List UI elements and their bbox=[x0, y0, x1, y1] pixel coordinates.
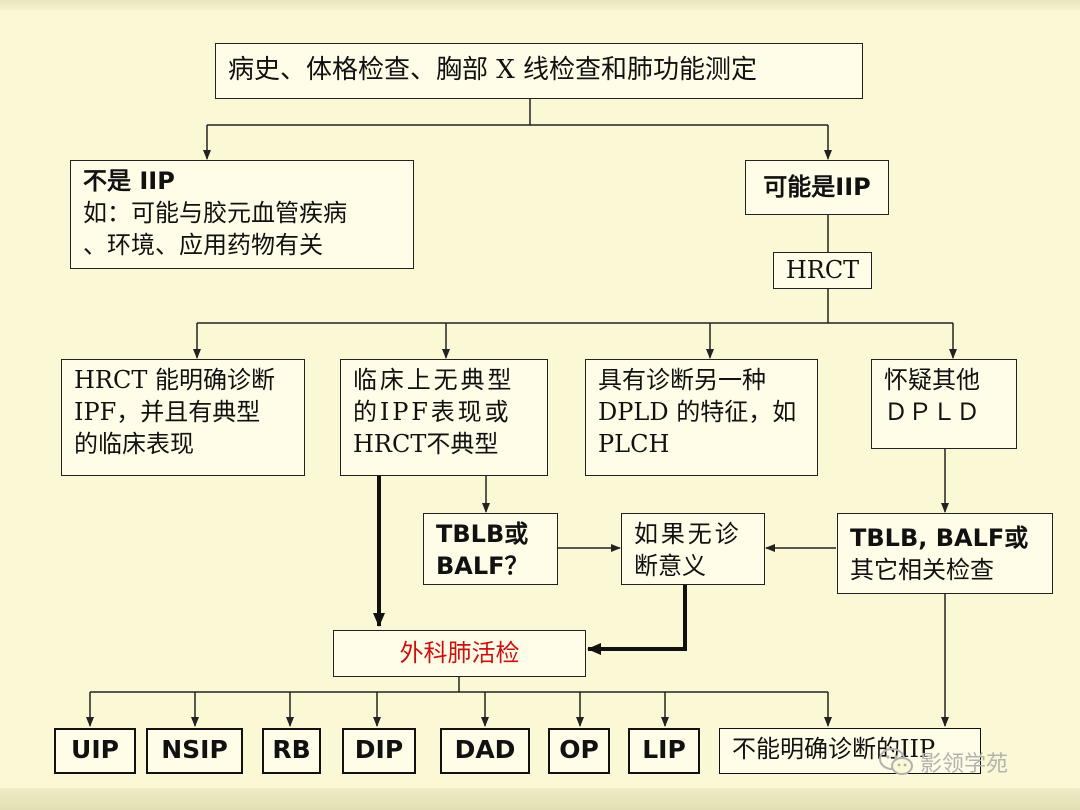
no-diagnostic-value-line-2: 断意义 bbox=[634, 552, 706, 580]
branch-a-line-3: 的临床表现 bbox=[74, 430, 194, 458]
root-box: 病史、体格检查、胸部 X 线检查和肺功能测定 bbox=[215, 43, 863, 99]
no-diagnostic-value-line-1: 如果无诊 bbox=[634, 520, 742, 548]
branch-c-line-1: 具有诊断另一种 bbox=[598, 366, 766, 394]
watermark: 影领学苑 bbox=[878, 744, 1008, 780]
branch-b-line-1: 临床上无典型 bbox=[353, 366, 515, 394]
branch-b-box: 临床上无典型 的IPF表现或 HRCT不典型 bbox=[340, 359, 548, 476]
outcome-rb: RB bbox=[262, 728, 321, 774]
outcome-nsip: NSIP bbox=[146, 728, 243, 774]
bottom-bar bbox=[0, 788, 1080, 810]
wechat-icon bbox=[879, 748, 913, 775]
not-iip-line-2: 、环境、应用药物有关 bbox=[83, 231, 323, 259]
not-iip-title: 不是 IIP bbox=[83, 167, 175, 195]
maybe-iip-text: 可能是IIP bbox=[763, 173, 871, 201]
tblb-balf-line-2: BALF？ bbox=[436, 552, 529, 580]
watermark-text: 影领学苑 bbox=[920, 752, 1009, 777]
branch-a-line-2: IPF，并且有典型 bbox=[74, 398, 261, 426]
branch-a-box: HRCT 能明确诊断 IPF，并且有典型 的临床表现 bbox=[61, 359, 305, 476]
hrct-box: HRCT bbox=[773, 252, 872, 289]
maybe-iip-box: 可能是IIP bbox=[745, 160, 889, 215]
arrow-nodiag-to-biopsy bbox=[587, 585, 687, 655]
root-text: 病史、体格检查、胸部 X 线检查和肺功能测定 bbox=[228, 55, 758, 85]
outcome-lip: LIP bbox=[628, 728, 700, 774]
branch-d-line-1: 怀疑其他 bbox=[884, 366, 980, 394]
outcome-dad: DAD bbox=[440, 728, 530, 774]
branch-a-line-1: HRCT 能明确诊断 bbox=[74, 366, 275, 394]
branch-d-box: 怀疑其他 ＤＰＬＤ bbox=[871, 359, 1017, 449]
hrct-text: HRCT bbox=[785, 256, 860, 284]
branch-b-line-2: 的IPF表现或 bbox=[353, 398, 512, 426]
surgical-biopsy-box: 外科肺活检 bbox=[333, 630, 586, 677]
branch-b-line-3: HRCT不典型 bbox=[353, 430, 499, 458]
not-iip-line-1: 如：可能与胶元血管疾病 bbox=[83, 199, 347, 227]
branch-c-box: 具有诊断另一种 DPLD 的特征，如 PLCH bbox=[585, 359, 818, 476]
branch-c-line-2: DPLD 的特征，如 bbox=[598, 398, 797, 426]
top-bar bbox=[0, 0, 1080, 10]
not-iip-box: 不是 IIP 如：可能与胶元血管疾病 、环境、应用药物有关 bbox=[70, 160, 414, 269]
tblb-balf-box: TBLB或 BALF？ bbox=[423, 513, 558, 585]
tblb-balf-other-box: TBLB, BALF或 其它相关检查 bbox=[837, 513, 1053, 594]
no-diagnostic-value-box: 如果无诊 断意义 bbox=[621, 513, 765, 585]
outcome-op: OP bbox=[548, 728, 610, 774]
tblb-balf-line-1: TBLB或 bbox=[436, 520, 529, 548]
branch-c-line-3: PLCH bbox=[598, 430, 670, 458]
tblb-balf-other-line-2: 其它相关检查 bbox=[850, 556, 994, 584]
outcome-undiagnosed-iip: 不能明确诊断的IIP bbox=[719, 728, 981, 774]
connector-root bbox=[207, 98, 531, 126]
branch-d-line-2: ＤＰＬＤ bbox=[884, 398, 980, 426]
outcome-uip: UIP bbox=[54, 728, 136, 774]
tblb-balf-other-line-1: TBLB, BALF或 bbox=[850, 524, 1029, 552]
surgical-biopsy-text: 外科肺活检 bbox=[399, 639, 520, 667]
outcome-dip: DIP bbox=[342, 728, 416, 774]
